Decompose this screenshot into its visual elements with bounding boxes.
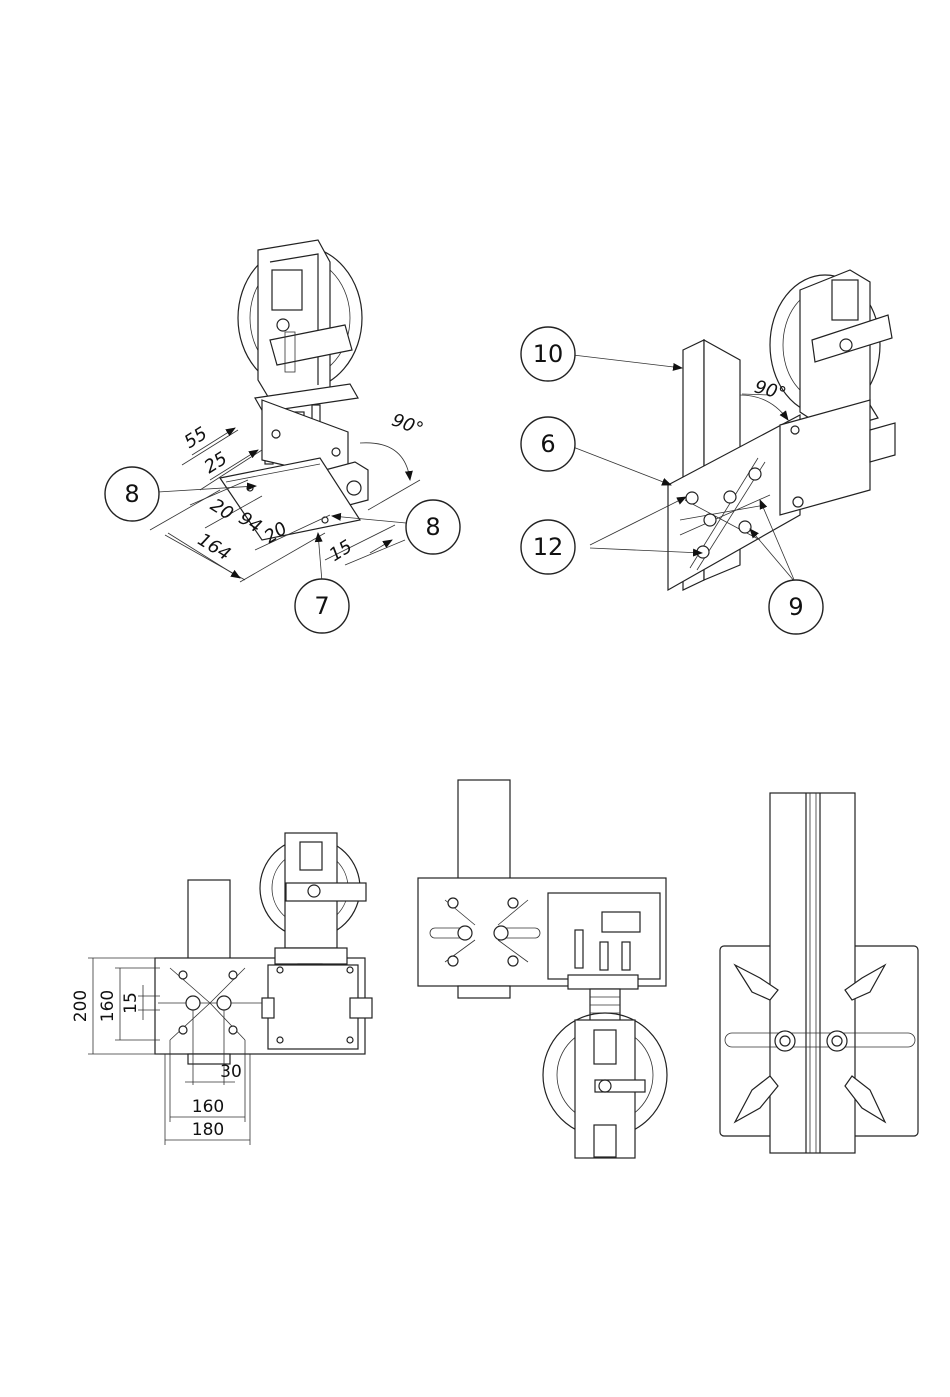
dim-30: 30 — [220, 1062, 242, 1082]
dim-15: 15 — [326, 536, 357, 566]
dim-55: 55 — [181, 423, 212, 453]
dim-200: 200 — [71, 990, 91, 1022]
top-view — [418, 780, 667, 1158]
dim-15: 15 — [121, 992, 141, 1014]
iso-view-dimensioned: 90° 55 25 20 94 20 164 15 8 8 7 — [105, 240, 460, 633]
dim-20a: 20 — [206, 495, 237, 525]
callout-12-label: 12 — [533, 533, 564, 561]
callout-8-left-label: 8 — [124, 480, 139, 508]
callout-10-label: 10 — [533, 340, 564, 368]
angle-label-2: 90° — [752, 376, 788, 405]
callout-7-label: 7 — [314, 592, 329, 620]
iso-view-mounted: 90° 10 6 12 9 — [521, 270, 895, 634]
callout-9-label: 9 — [788, 593, 803, 621]
dim-160-vertical: 160 — [98, 990, 118, 1022]
front-view-dimensioned: 200 160 15 30 160 180 — [71, 833, 372, 1145]
dim-160-horizontal: 160 — [192, 1097, 224, 1117]
callout-8-right-label: 8 — [425, 513, 440, 541]
callout-6-label: 6 — [540, 430, 555, 458]
dim-180: 180 — [192, 1120, 224, 1140]
angle-label: 90° — [389, 410, 426, 441]
dim-164: 164 — [194, 529, 234, 565]
dim-25: 25 — [201, 448, 232, 478]
side-view-beam — [720, 793, 918, 1153]
